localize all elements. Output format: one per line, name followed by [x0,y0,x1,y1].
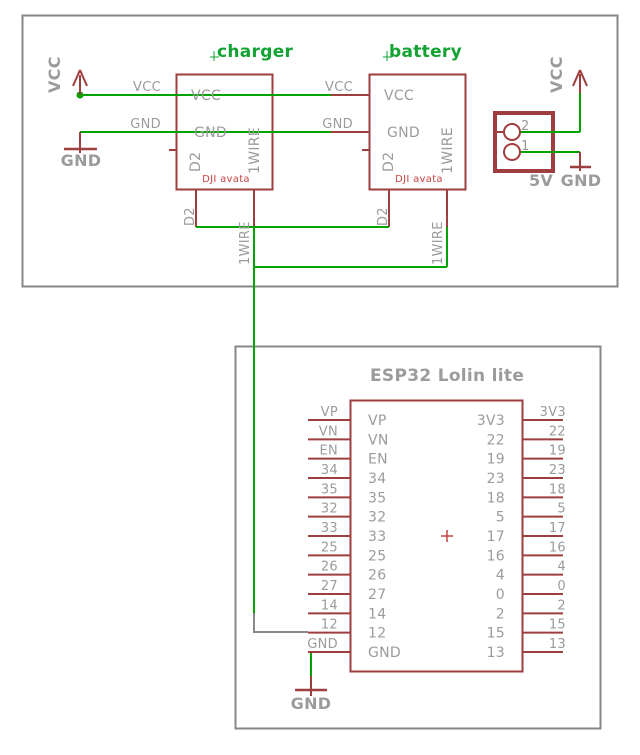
net-label-1wire-charger: 1WIRE [238,221,253,265]
charger-pin-d2-label: D2 [188,152,204,172]
esp32-right-pin-name: 5 [496,510,505,526]
esp32-right-net-label: 18 [549,482,566,497]
esp32-body [349,399,524,673]
esp32-origin-cross [441,530,453,542]
esp32-right-pin-name: 23 [487,471,505,487]
esp32-right-net-label: 4 [557,560,566,575]
battery-pin-gnd-label: GND [387,125,420,141]
esp32-title: ESP32 Lolin lite [370,366,524,386]
esp32-left-net-label: GND [307,637,338,652]
esp32-right-pin-name: 22 [487,432,505,448]
net-label-1wire-battery: 1WIRE [431,221,446,265]
battery-title: battery [389,42,462,62]
bottom-sheet-frame [234,345,602,730]
gray-wire-to-pin12 [253,613,308,633]
gnd-symbol-left-label: GND [61,151,102,170]
charger-title: charger [217,42,294,62]
esp32-left-net-label: 35 [321,482,338,497]
net-label-vcc-battery: VCC [325,80,353,95]
battery-pin-d2-label: D2 [381,152,397,172]
battery-body [368,73,467,191]
esp32-left-net-label: 32 [321,502,338,517]
esp32-left-net-label: 12 [321,618,338,633]
charger-pin-1wire-label: 1WIRE [247,127,263,174]
esp32-left-net-label: EN [319,444,338,459]
vcc-symbol-left-label: VCC [45,56,64,93]
charger-part-name: DJI avata [202,174,250,185]
esp32-left-net-label: 26 [321,560,338,575]
esp32-right-pin-name: 17 [487,529,505,545]
esp32-right-pin-name: 3V3 [477,413,505,429]
esp32-left-pin-name: VN [368,432,389,448]
net-label-gnd-charger: GND [130,117,161,132]
esp32-left-net-label: 25 [321,540,338,555]
esp32-left-net-label: VN [319,424,338,439]
esp32-right-net-label: 23 [549,463,566,478]
top-sheet-frame [21,14,619,288]
esp32-left-net-label: 33 [321,521,338,536]
esp32-right-net-label: 19 [549,444,566,459]
connector-pin2-number: 2 [521,119,530,134]
battery-name-anchor [383,51,392,61]
vcc-symbol-connector-label: VCC [547,56,566,93]
vcc-symbol-connector [572,69,588,93]
esp32-left-pin-name: 27 [368,587,386,603]
battery-part-name: DJI avata [395,174,443,185]
esp32-right-pin-name: 18 [487,490,505,506]
esp32-right-net-label: 16 [549,540,566,555]
esp32-right-net-label: 0 [557,579,566,594]
net-label-vcc-charger: VCC [133,80,161,95]
charger-pin-vcc-label: VCC [191,88,221,104]
esp32-right-net-label: 3V3 [540,405,566,420]
net-label-d2-charger: D2 [183,207,198,226]
connector-5v-body [493,111,555,173]
connector-pin1-pad [503,143,521,161]
esp32-pins: VPVP3V33V3VNVN2222ENEN191934342323353518… [307,405,566,661]
esp32-left-pin-name: 34 [368,471,386,487]
esp32-left-pin-name: 32 [368,510,386,526]
connector-5v-label: 5V [529,171,553,190]
gnd-symbol-left [64,132,97,153]
esp32-right-net-label: 5 [557,502,566,517]
esp32-right-pin-name: 15 [487,626,505,642]
esp32-right-net-label: 22 [549,424,566,439]
gnd-symbol-connector-label: GND [561,171,602,190]
esp32-left-pin-name: 35 [368,490,386,506]
connector-pin1-number: 1 [521,139,530,154]
esp32-left-pin-name: 14 [368,606,386,622]
net-label-gnd-battery: GND [322,117,353,132]
esp32-right-pin-name: 2 [496,606,505,622]
esp32-right-pin-name: 0 [496,587,505,603]
vcc-symbol-left [72,69,88,95]
esp32-right-pin-name: 16 [487,548,505,564]
esp32-left-pin-name: 33 [368,529,386,545]
gnd-symbol-connector [570,152,591,171]
esp32-right-pin-name: 13 [487,645,505,661]
esp32-left-pin-name: GND [368,645,401,661]
esp32-right-net-label: 17 [549,521,566,536]
charger-name-anchor [210,51,219,61]
esp32-right-pin-name: 19 [487,452,505,468]
net-label-d2-battery: D2 [376,207,391,226]
esp32-right-net-label: 15 [549,618,566,633]
esp32-right-net-label: 2 [557,598,566,613]
esp32-left-pin-name: EN [368,452,388,468]
esp32-left-pin-name: VP [368,413,387,429]
esp32-right-pin-name: 4 [496,568,505,584]
battery-pin-1wire-label: 1WIRE [440,127,456,174]
charger-pin-gnd-label: GND [194,125,227,141]
gnd-symbol-esp32 [295,676,327,696]
net-wires [80,93,581,676]
esp32-right-net-label: 13 [549,637,566,652]
esp32-left-pin-name: 26 [368,568,386,584]
esp32-left-pin-name: 12 [368,626,386,642]
esp32-left-net-label: 27 [321,579,338,594]
esp32-left-pin-name: 25 [368,548,386,564]
esp32-left-net-label: 14 [321,598,338,613]
gnd-symbol-esp32-label: GND [291,694,332,713]
esp32-left-net-label: VP [321,405,338,420]
battery-pin-vcc-label: VCC [384,88,414,104]
esp32-left-net-label: 34 [321,463,338,478]
connector-pin2-pad [503,123,521,141]
